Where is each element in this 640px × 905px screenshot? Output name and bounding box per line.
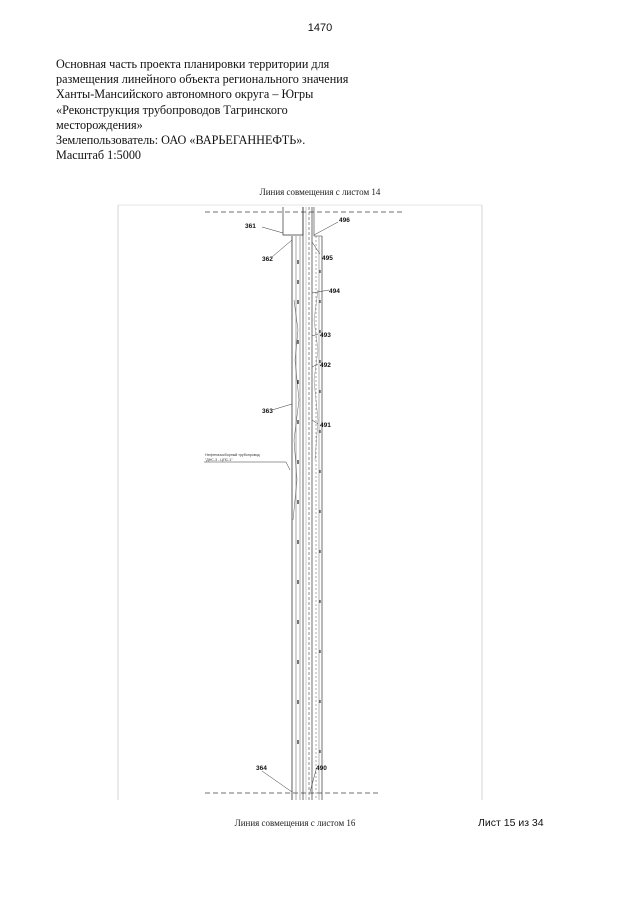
plot-outline-top-right	[313, 207, 322, 237]
sheet-number: Лист 15 из 34	[478, 817, 544, 829]
label-leaders	[204, 221, 339, 793]
header-line: «Реконструкция трубопроводов Тагринского	[56, 102, 288, 117]
header-line: месторождения»	[56, 117, 143, 132]
point-label: 490	[316, 765, 327, 772]
header-line: Ханты-Мансийского автономного округа – Ю…	[56, 87, 314, 102]
pipeline-corridor	[291, 207, 323, 800]
page-number: 1470	[307, 22, 333, 34]
point-label: 363	[262, 408, 273, 415]
point-label: 494	[329, 288, 340, 295]
point-label: 492	[320, 362, 331, 369]
point-label: 361	[245, 223, 256, 230]
header-line: Масштаб 1:5000	[56, 148, 142, 163]
pipeline-annotation: "ДНС-3 - ЦПС-1"	[205, 458, 233, 462]
plot-outline-top	[282, 207, 304, 236]
point-label: 495	[322, 255, 333, 262]
match-line-bottom-label: Линия совмещения с листом 16	[234, 818, 356, 828]
point-label: 362	[262, 256, 273, 263]
pipeline-annotation: Нефтегазосборный трубопровод	[205, 453, 261, 457]
header-line: Основная часть проекта планировки террит…	[56, 57, 330, 71]
point-label: 364	[256, 765, 267, 772]
document-header: Основная часть проекта планировки террит…	[56, 57, 376, 163]
header-line: Землепользователь: ОАО «ВАРЬЕГАННЕФТЬ».	[56, 133, 306, 148]
header-line: размещения линейного объекта регионально…	[56, 72, 349, 87]
point-label: 491	[320, 422, 331, 429]
point-label: 496	[339, 217, 350, 224]
match-line-top-label: Линия совмещения с листом 14	[259, 187, 381, 197]
point-label: 493	[320, 332, 331, 339]
